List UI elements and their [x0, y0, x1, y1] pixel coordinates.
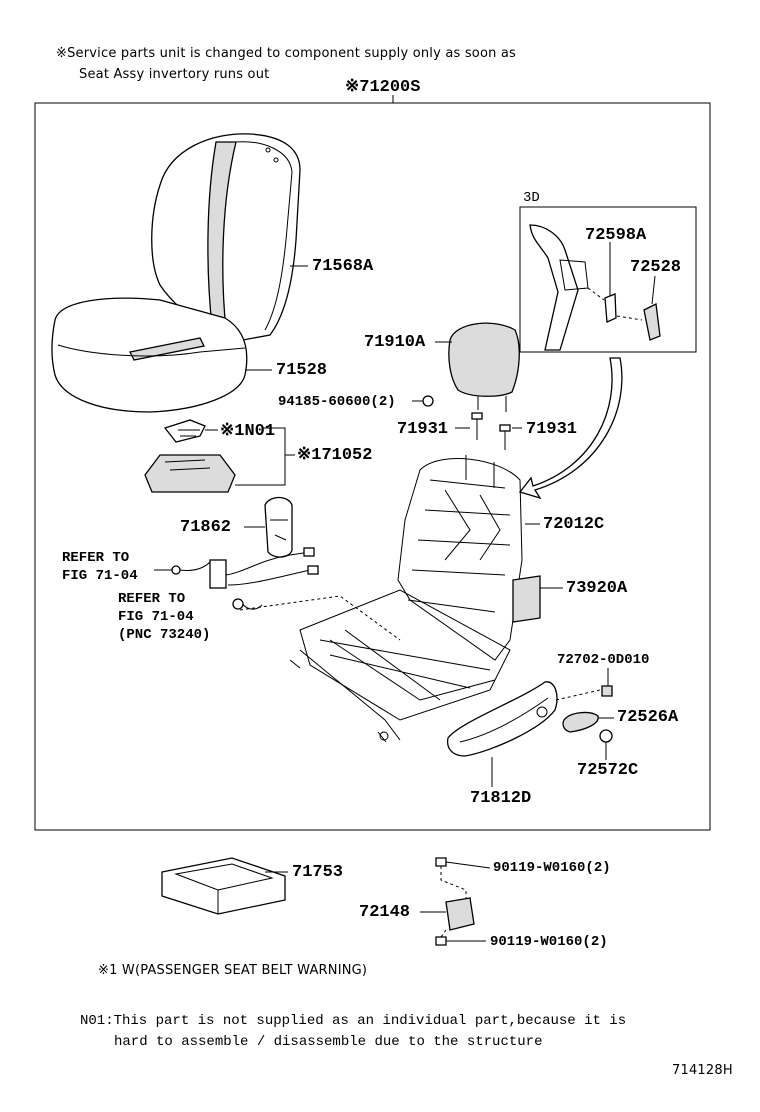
module-72148-shape — [435, 857, 475, 946]
part-label-72572C: 72572C — [577, 761, 639, 780]
part-label-73920A: 73920A — [566, 579, 628, 598]
leader-90119a — [445, 861, 491, 869]
part-label-171052: ※171052 — [297, 446, 373, 465]
part-label-72148: 72148 — [359, 903, 411, 922]
nut-94185-shape — [422, 395, 434, 407]
knob-72526A-shape — [562, 711, 599, 733]
buckle-harness-shape — [171, 547, 319, 610]
part-label-71568A: 71568A — [312, 257, 374, 276]
part-label-71931b: 71931 — [526, 420, 578, 439]
assembly-ref-label: ※71200S — [345, 78, 421, 97]
part-label-90119b: 90119-W0160(2) — [490, 934, 608, 950]
bracket-171052 — [235, 427, 295, 486]
part-label-94185: 94185-60600(2) — [278, 394, 396, 410]
footnote-passenger-warning: ※1 W(PASSENGER SEAT BELT WARNING) — [98, 963, 368, 978]
headrest-guide-shape — [471, 412, 511, 450]
inset-belt-shape — [529, 224, 661, 351]
cap-72572C-shape — [599, 729, 613, 743]
refer2-line2: FIG 71-04 — [118, 609, 194, 625]
harness-dash — [239, 595, 401, 641]
part-label-72702: 72702-0D010 — [557, 652, 650, 668]
header-note-line1: ※Service parts unit is changed to compon… — [56, 46, 517, 61]
belt-buckle-cover-shape — [264, 496, 293, 558]
part-label-71862: 71862 — [180, 518, 232, 537]
part-label-72598A: 72598A — [585, 226, 647, 245]
part-label-72528: 72528 — [630, 258, 682, 277]
refer2-line3: (PNC 73240) — [118, 627, 211, 643]
inset-dash — [587, 287, 643, 321]
part-label-72526A: 72526A — [617, 708, 679, 727]
assembly-frame — [34, 102, 711, 831]
part-label-1N01: ※1N01 — [220, 422, 276, 441]
part-label-71528: 71528 — [276, 361, 328, 380]
refer1-line1: REFER TO — [62, 550, 130, 566]
screw-72702-shape — [601, 685, 613, 697]
part-label-71931a: 71931 — [397, 420, 449, 439]
lumbar-pad-shape — [512, 575, 541, 623]
side-dash — [555, 689, 601, 701]
leader-72528 — [651, 275, 656, 305]
seat-cushion-cover-shape — [51, 297, 248, 413]
part-label-71753: 71753 — [292, 863, 344, 882]
inset-label: 3D — [523, 190, 540, 206]
part-label-90119a: 90119-W0160(2) — [493, 860, 611, 876]
module-dash — [440, 866, 467, 938]
part-label-71910A: 71910A — [364, 333, 426, 352]
inset-box — [519, 206, 697, 353]
side-shield-shape — [446, 681, 558, 757]
figure-id: 714128H — [672, 1063, 733, 1078]
part-label-72012C: 72012C — [543, 515, 605, 534]
refer1-line2: FIG 71-04 — [62, 568, 138, 584]
seat-frame-shape — [289, 455, 523, 743]
tray-71753-shape — [161, 857, 286, 915]
footnote-n01-line1: N01:This part is not supplied as an indi… — [80, 1013, 627, 1029]
refer2-line1: REFER TO — [118, 591, 186, 607]
header-note-line2: Seat Assy invertory runs out — [79, 67, 270, 82]
seatback-cover-shape — [151, 133, 301, 343]
inset-arrow — [518, 357, 623, 500]
headrest-shape — [448, 322, 520, 412]
footnote-n01-line2: hard to assemble / disassemble due to th… — [114, 1034, 543, 1050]
part-label-71812D: 71812D — [470, 789, 532, 808]
sensor-clip-shape — [163, 419, 206, 443]
occupant-sensor-shape — [144, 454, 236, 493]
